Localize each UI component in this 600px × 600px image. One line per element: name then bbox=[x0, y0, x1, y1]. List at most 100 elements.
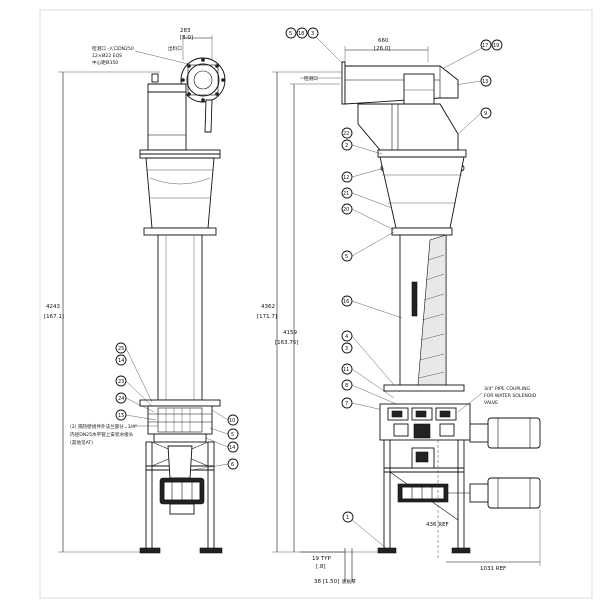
liner-hatch bbox=[418, 254, 445, 379]
note-bottom-1: (2) 隔热壁组件外法兰部分⌄3/4" bbox=[70, 423, 137, 430]
coupling-note-1: 3/4" PIPE COUPLING bbox=[484, 386, 531, 392]
leader bbox=[457, 112, 482, 135]
cone-section bbox=[145, 157, 215, 229]
leader bbox=[439, 47, 483, 71]
coupling-note-3: VALVE bbox=[484, 400, 498, 406]
inlet-bore bbox=[193, 70, 213, 90]
balloon-label: 7 bbox=[345, 401, 348, 407]
balloon-label: 21 bbox=[343, 191, 349, 197]
gauge bbox=[393, 423, 409, 437]
leader bbox=[211, 409, 229, 421]
leader bbox=[205, 437, 229, 448]
balloon-label-10: 10 bbox=[229, 418, 235, 424]
long-tube bbox=[157, 234, 203, 401]
balloon-label-14: 14 bbox=[118, 358, 124, 364]
discharge-chute bbox=[167, 445, 193, 479]
leader bbox=[191, 463, 229, 471]
dim-h1: 4362 bbox=[261, 304, 275, 310]
balloon-label: 16 bbox=[343, 299, 349, 305]
motor-upper bbox=[487, 417, 541, 449]
note-inlet-2: 12×Ø22 EQS bbox=[92, 52, 122, 59]
gauge bbox=[439, 423, 455, 437]
dim-38: 38 [1.50] bbox=[314, 579, 339, 585]
leader bbox=[351, 519, 387, 549]
bolt-hole bbox=[201, 98, 205, 102]
dim-height: 4243 bbox=[46, 304, 60, 310]
flange-upper-right bbox=[377, 149, 467, 158]
note-outlet: 出料口 bbox=[168, 45, 182, 52]
motor-lower bbox=[487, 477, 541, 509]
left-view: 283 [8.0] 4243 [167.1] 检测口 -入口DN250 12×Ø… bbox=[44, 28, 239, 554]
balloon-label: 5 bbox=[289, 31, 292, 37]
balloon-1 bbox=[342, 511, 354, 523]
dim-top: 660 bbox=[378, 38, 389, 44]
gauge-dark bbox=[413, 423, 431, 439]
base-flange bbox=[153, 433, 207, 443]
leader bbox=[125, 380, 153, 407]
balloon-label-23: 23 bbox=[118, 379, 124, 385]
balloon-label: 17 bbox=[482, 43, 488, 49]
valve-inner bbox=[157, 407, 203, 433]
sheet-border bbox=[39, 9, 593, 599]
valve-body bbox=[147, 405, 213, 435]
cap bbox=[151, 73, 159, 83]
dim-h2: 4159 bbox=[283, 330, 297, 336]
cone-right bbox=[379, 156, 465, 229]
leader bbox=[351, 208, 395, 231]
dim-h2-in: [163.75] bbox=[275, 340, 299, 346]
balloon-label: 20 bbox=[343, 207, 349, 213]
balloon-18 bbox=[296, 27, 308, 39]
leg-left-right-view bbox=[383, 439, 391, 551]
rotary-valve-face-right bbox=[401, 486, 445, 500]
leader bbox=[125, 397, 155, 413]
note-inlet-3: 中心距Ø350 bbox=[92, 59, 118, 66]
balloons-left-column: 25 14 23 24 15 bbox=[115, 342, 157, 421]
balloon-label: 9 bbox=[484, 111, 487, 117]
port-core bbox=[415, 410, 427, 418]
balloon-label-15: 15 bbox=[118, 413, 124, 419]
leader bbox=[351, 231, 395, 257]
dim-38-note: 底板厚 bbox=[342, 578, 356, 585]
dim-top-in: [26.0] bbox=[374, 46, 391, 52]
balloon-label: 13 bbox=[482, 79, 488, 85]
base-plate-upper bbox=[139, 399, 221, 407]
leader bbox=[134, 50, 189, 65]
balloon-label-6: 6 bbox=[231, 462, 234, 468]
discharge-core bbox=[415, 451, 429, 463]
leader bbox=[351, 335, 401, 393]
leg-right bbox=[207, 441, 215, 551]
balloon-label-25: 25 bbox=[118, 346, 124, 352]
leader bbox=[351, 384, 397, 405]
cyclone-head bbox=[147, 83, 187, 151]
leader bbox=[351, 300, 403, 319]
inlet-duct bbox=[344, 65, 459, 105]
leader bbox=[125, 347, 153, 403]
dim-19-in: [.8] bbox=[316, 564, 326, 570]
balloon-label: 4 bbox=[345, 334, 348, 340]
foot-right-right-view bbox=[451, 547, 471, 554]
bolt-hole bbox=[215, 64, 219, 68]
inlet-flange-outer bbox=[180, 57, 226, 103]
balloon-label: 18 bbox=[298, 31, 304, 37]
bolt-hole bbox=[221, 78, 225, 82]
outlet-spout bbox=[169, 503, 195, 515]
dim-height-in: [167.1] bbox=[44, 314, 64, 320]
balloon-label: 2 bbox=[345, 143, 348, 149]
balloon-label: 3 bbox=[345, 346, 348, 352]
balloon-14 bbox=[115, 354, 127, 366]
bolt-hole bbox=[187, 92, 191, 96]
note-top: 检测口 bbox=[304, 75, 318, 82]
port-core bbox=[439, 410, 451, 418]
balloon-label-5: 5 bbox=[231, 432, 234, 438]
balloon-3-top bbox=[307, 27, 319, 39]
leg-right-right-view bbox=[457, 439, 465, 551]
balloon-label: 12 bbox=[343, 175, 349, 181]
leader bbox=[457, 392, 483, 413]
motor-gearbox-lower bbox=[469, 483, 489, 503]
note-inlet-1: 检测口 -入口DN250 bbox=[92, 45, 134, 52]
foot-right bbox=[199, 547, 223, 554]
cone-curve bbox=[149, 177, 211, 185]
motor-gearbox-upper bbox=[469, 423, 489, 443]
balloons-right-column: 10 5 14 6 bbox=[191, 409, 239, 471]
